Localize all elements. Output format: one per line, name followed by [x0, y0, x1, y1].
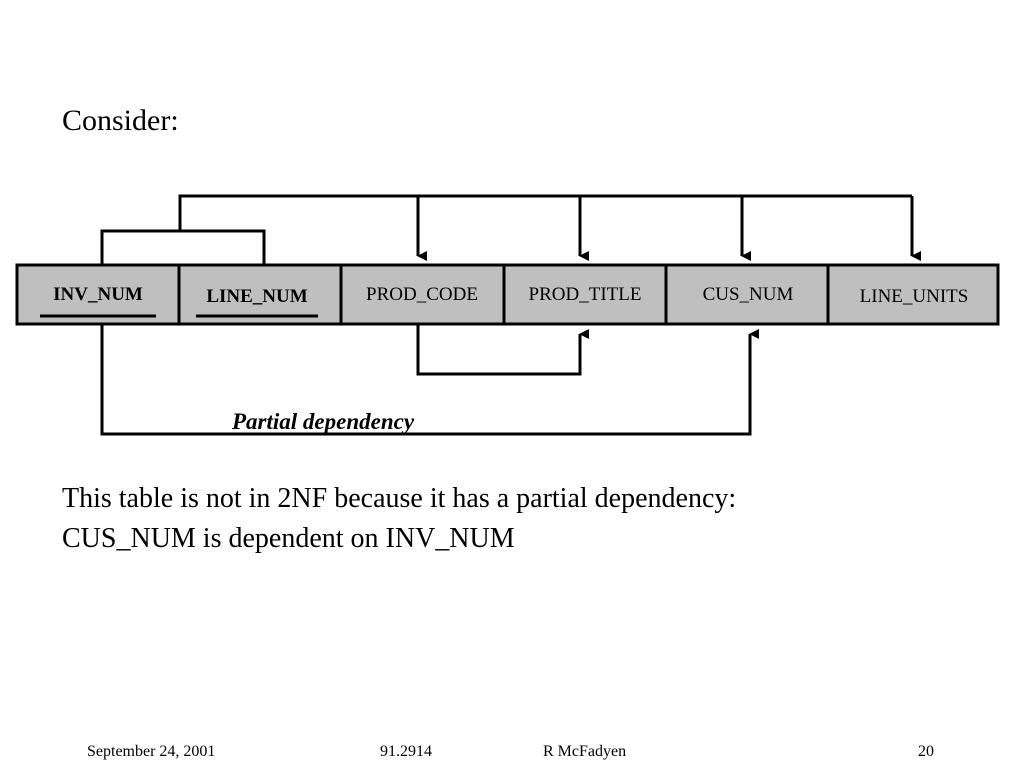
explanation-line-2: CUS_NUM is dependent on INV_NUM [62, 523, 515, 554]
explanation-text: This table is not in 2NF because it has … [62, 479, 736, 559]
intro-text: Consider: [62, 104, 179, 137]
cell-inv-num [15, 263, 181, 326]
partial-dependency-arrow [100, 325, 759, 436]
footer-author: R McFadyen [543, 743, 627, 760]
footer-page-number: 20 [918, 743, 934, 760]
cell-line-units [826, 263, 1000, 326]
footer-course: 91.2914 [380, 743, 432, 760]
composite-key-bracket [100, 229, 266, 265]
col-label-cus-num: CUS_NUM [703, 284, 794, 305]
full-dependency-bar [178, 194, 912, 231]
col-label-prod-code: PROD_CODE [366, 284, 478, 305]
full-dependency-arrows [178, 194, 921, 261]
footer-date: September 24, 2001 [87, 743, 216, 760]
cell-prod-title [502, 263, 668, 326]
prod-code-to-title-arrow [416, 325, 589, 376]
cell-cus-num [664, 263, 830, 326]
explanation-line-1: This table is not in 2NF because it has … [62, 483, 737, 514]
col-label-line-units: LINE_UNITS [860, 286, 969, 307]
cell-line-num [177, 263, 343, 326]
partial-dependency-label: Partial dependency [231, 409, 415, 434]
table-row: INV_NUM LINE_NUM PROD_CODE PROD_TITLE CU… [15, 263, 1000, 326]
col-label-line-num: LINE_NUM [206, 286, 307, 307]
col-label-prod-title: PROD_TITLE [529, 284, 642, 305]
cell-prod-code [339, 263, 506, 326]
col-label-inv-num: INV_NUM [53, 284, 143, 305]
